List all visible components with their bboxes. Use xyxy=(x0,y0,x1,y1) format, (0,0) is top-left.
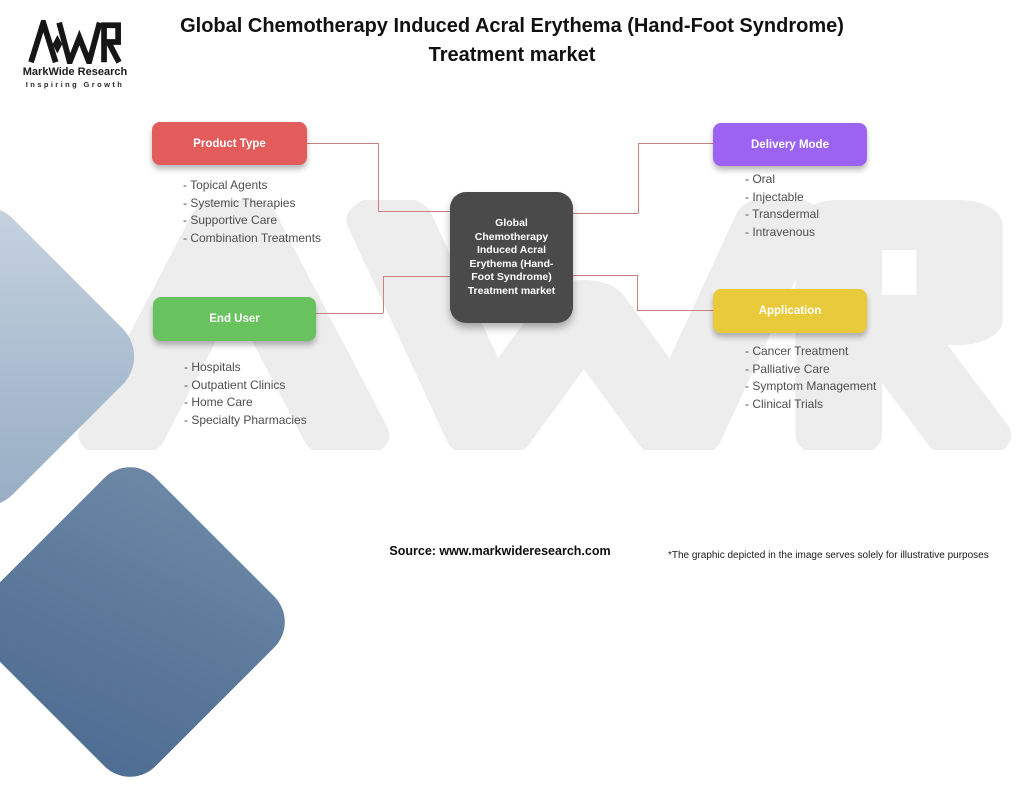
source-text: Source: www.markwideresearch.com xyxy=(389,544,611,558)
node-end-user-label: End User xyxy=(209,313,260,325)
markwide-research-logo: MarkWide Research Inspiring Growth xyxy=(20,20,130,89)
connector-end-user-v xyxy=(383,276,384,313)
list-item: - Home Care xyxy=(184,395,253,409)
list-item: - Systemic Therapies xyxy=(183,195,296,210)
list-item: - Intravenous xyxy=(745,224,816,239)
logo-tagline-text: Inspiring Growth xyxy=(25,80,125,89)
mwr-monogram-icon xyxy=(28,20,122,64)
decor-diamond-dark xyxy=(0,452,300,792)
list-end-user-items: - Hospitals - Outpatient Clinics - Home Ca… xyxy=(184,359,307,429)
node-end-user: End User xyxy=(153,297,316,341)
list-item: - Oral xyxy=(745,172,775,186)
list-item: - Injectable xyxy=(745,189,804,204)
list-item: - Hospitals xyxy=(184,360,241,374)
connector-application-v xyxy=(637,275,638,310)
list-item: - Supportive Care xyxy=(183,213,278,227)
connector-application-h2 xyxy=(637,310,713,311)
node-market-center-label: Global Chemotherapy Induced Acral Erythe… xyxy=(467,217,556,297)
connector-product-type-h2 xyxy=(378,211,450,212)
node-product-type: Product Type xyxy=(152,122,307,165)
node-delivery-mode-label: Delivery Mode xyxy=(751,138,829,151)
connector-product-type-v xyxy=(378,143,379,211)
list-item: - Transdermal xyxy=(745,207,820,221)
disclaimer-text: *The graphic depicted in the image serve… xyxy=(668,550,989,561)
connector-application-h1 xyxy=(573,275,637,276)
list-item: - Palliative Care xyxy=(745,361,830,376)
connector-end-user-h1 xyxy=(316,313,383,314)
connector-delivery-mode-h1 xyxy=(573,213,638,214)
logo-brand-text: MarkWide Research xyxy=(22,66,128,78)
list-delivery-mode-items: - Oral - Injectable - Transdermal - Intrave… xyxy=(745,171,819,241)
list-item: - Cancer Treatment xyxy=(745,344,849,358)
list-product-type-items: - Topical Agents - Systemic Therapies - Su… xyxy=(183,177,321,247)
node-delivery-mode: Delivery Mode xyxy=(713,123,867,166)
node-application-label: Application xyxy=(758,305,822,317)
list-item: - Clinical Trials xyxy=(745,396,824,411)
connector-delivery-mode-v xyxy=(638,143,639,213)
list-item: - Topical Agents xyxy=(183,178,268,192)
connector-product-type-h1 xyxy=(307,143,378,144)
connector-delivery-mode-h2 xyxy=(638,143,713,144)
list-item: - Outpatient Clinics xyxy=(184,377,286,392)
node-market-center: Global Chemotherapy Induced Acral Erythe… xyxy=(450,192,573,323)
node-product-type-label: Product Type xyxy=(193,137,266,150)
page-title: Global Chemotherapy Induced Acral Erythe… xyxy=(180,15,844,66)
decor-diamond-light xyxy=(0,190,151,523)
list-application-items: - Cancer Treatment - Palliative Care - Sym… xyxy=(745,343,876,413)
list-item: - Symptom Management xyxy=(745,379,877,393)
connector-end-user-h2 xyxy=(383,276,450,277)
list-item: - Combination Treatments xyxy=(183,230,322,245)
list-item: - Specialty Pharmacies xyxy=(184,412,307,427)
node-application: Application xyxy=(713,289,867,333)
